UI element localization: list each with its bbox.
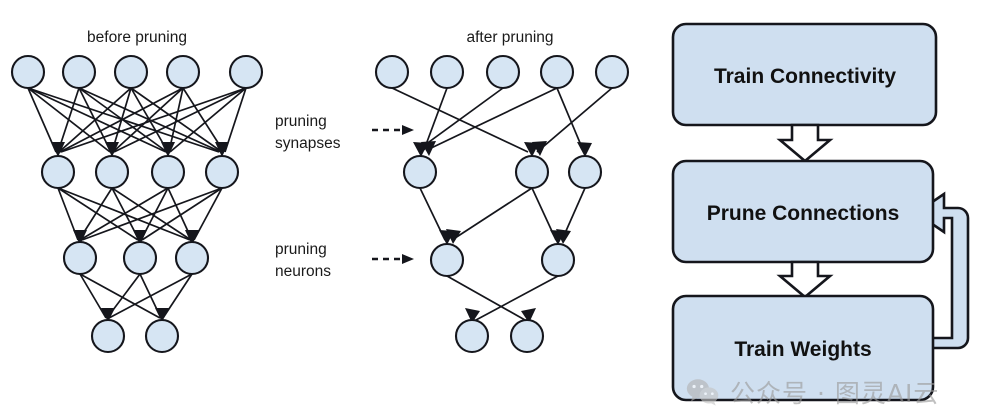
label-pruning-neurons-line2: neurons <box>275 263 331 280</box>
label-pruning-synapses-line2: synapses <box>275 135 341 152</box>
flow-loop-arrow-icon <box>913 191 970 350</box>
caption-before-pruning: before pruning <box>87 29 187 46</box>
dashed-arrow-synapses-icon <box>372 125 414 135</box>
flow-step-train-connectivity[interactable]: Train Connectivity <box>671 22 938 127</box>
nodes-after-layer3 <box>454 318 545 354</box>
flow-step-label-0: Train Connectivity <box>714 65 896 88</box>
flowchart: Train Connectivity Prune Connections Tra… <box>671 22 970 402</box>
edges-layer0-layer1 <box>27 87 247 153</box>
flow-step-label-1: Prune Connections <box>707 202 900 225</box>
nodes-before-layer1 <box>40 154 240 190</box>
flow-step-label-2: Train Weights <box>734 338 871 361</box>
label-pruning-synapses-line1: pruning <box>275 113 327 130</box>
flow-arrow-down-1-icon <box>776 123 834 163</box>
nodes-after-layer2 <box>429 242 576 278</box>
arrowheads-before <box>51 142 229 322</box>
edges-layer2-layer3 <box>79 273 193 319</box>
annotation-pruning-synapses: pruning synapses <box>275 113 414 152</box>
edges-after <box>391 87 613 321</box>
nodes-before-layer3 <box>90 318 180 354</box>
nodes-before-layer2 <box>62 240 210 276</box>
dashed-arrow-neurons-icon <box>372 254 414 264</box>
nodes-after-layer0 <box>374 54 630 90</box>
nodes-after-layer1 <box>402 154 603 190</box>
flow-step-prune-connections[interactable]: Prune Connections <box>671 159 935 264</box>
network-before-pruning <box>10 54 264 354</box>
annotation-pruning-neurons: pruning neurons <box>275 241 414 280</box>
label-pruning-neurons-line1: pruning <box>275 241 327 258</box>
flow-arrow-down-2-icon <box>776 260 834 299</box>
nodes-before-layer0 <box>10 54 264 90</box>
flow-step-train-weights[interactable]: Train Weights <box>671 294 935 402</box>
arrowheads-after <box>413 141 592 323</box>
network-after-pruning <box>374 54 630 354</box>
caption-after-pruning: after pruning <box>466 29 553 46</box>
